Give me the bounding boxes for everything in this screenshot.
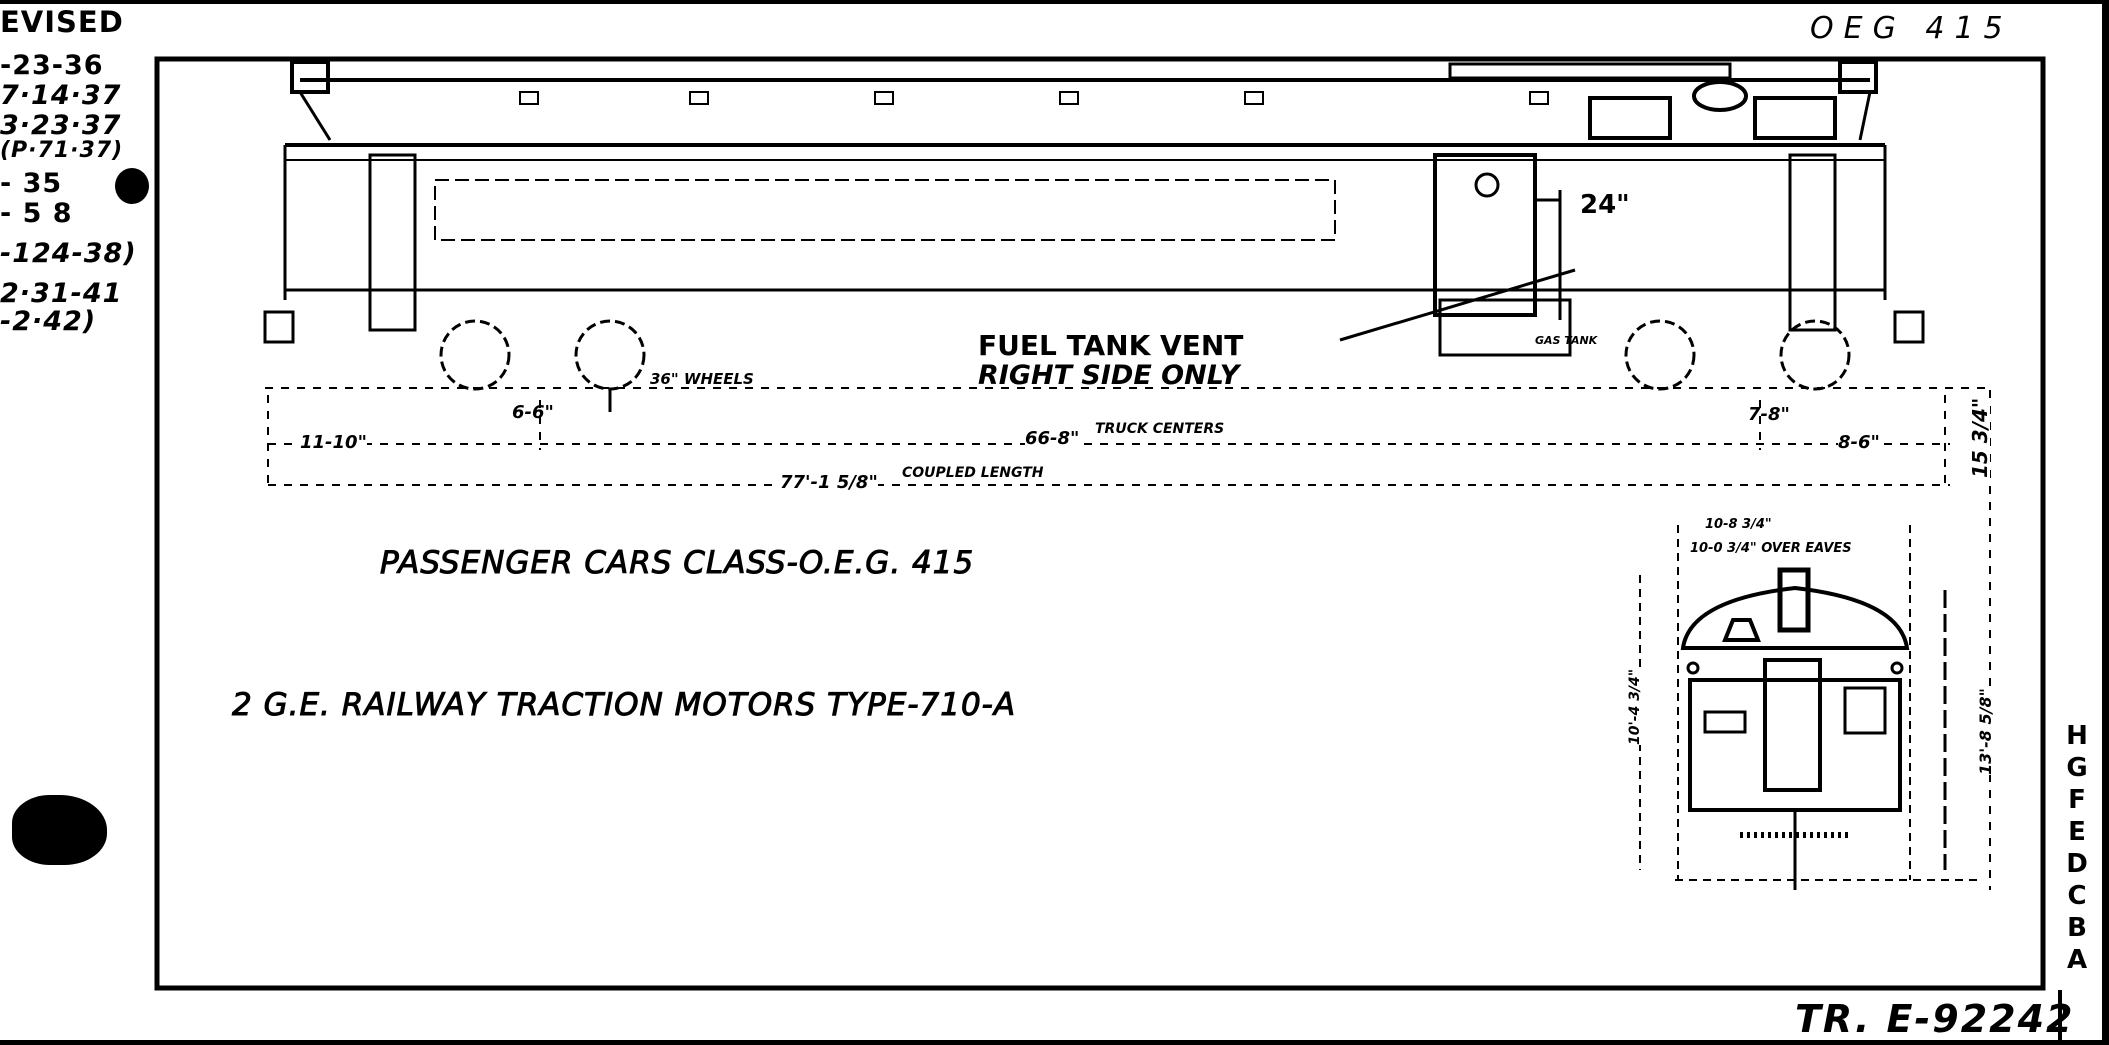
revisions-heading: EVISED (0, 5, 124, 39)
drawing-frame (154, 56, 2046, 991)
side-elevation (263, 60, 1991, 890)
dim-end-height-right: 13'-8 5/8" (1976, 688, 1995, 775)
zone-letter: D (2066, 849, 2088, 879)
fuel-tank-vent-label: FUEL TANK VENT (978, 329, 1244, 362)
revision-date: 2·31-41 (0, 278, 123, 309)
revision-date: -23-36 (0, 50, 104, 81)
dim-end-width-2: 10-0 3/4" OVER EAVES (1690, 541, 1852, 556)
zone-letters: H G F E D C B A (2062, 720, 2092, 976)
ink-blot (12, 795, 107, 865)
zone-letter: B (2067, 913, 2087, 943)
revision-date: (P·71·37) (0, 138, 124, 163)
zone-letter: F (2068, 785, 2086, 815)
wheels-label: 36" WHEELS (650, 370, 754, 388)
page-edge-bottom (0, 1040, 2109, 1045)
vent-height-label: 24" (1580, 190, 1630, 220)
right-side-only-label: RIGHT SIDE ONLY (978, 360, 1240, 391)
page-edge-top (0, 0, 2109, 4)
revision-date: - 35 (0, 168, 63, 199)
handwritten-drawing-ref: OEG 415 (1810, 11, 2013, 46)
gas-tank-label: GAS TANK (1535, 334, 1598, 347)
dim-wheelbase-right: 7-8" (1748, 404, 1790, 425)
zone-letter: A (2066, 945, 2088, 975)
zone-letter: G (2066, 753, 2088, 783)
page-edge-right (2102, 0, 2109, 1045)
dim-end-width-1: 10-8 3/4" (1705, 517, 1772, 532)
zone-letter: H (2066, 721, 2088, 751)
car-class-title: PASSENGER CARS CLASS-O.E.G. 415 (379, 545, 975, 581)
zone-letter: C (2067, 881, 2087, 911)
revision-date: 7·14·37 (0, 80, 122, 111)
dim-end-height-left: 10'-4 3/4" (1627, 668, 1643, 745)
dim-coupled-length-label: COUPLED LENGTH (902, 465, 1044, 481)
dim-end-overhang: 11-10" (300, 432, 367, 453)
zone-letter: E (2068, 817, 2086, 847)
dim-wheelbase-left: 6-6" (512, 402, 554, 423)
dim-rail-to-floor: 15 3/4" (1968, 397, 1992, 478)
revision-date: -124-38) (0, 238, 137, 269)
revision-date: -2·42) (0, 306, 97, 337)
drawing-number: TR. E-92242 (1795, 997, 2075, 1041)
dim-end-overhang-right: 8-6" (1838, 432, 1880, 453)
dim-truck-centers-label: TRUCK CENTERS (1095, 421, 1225, 437)
dim-truck-centers: 66-8" (1025, 428, 1080, 449)
dim-coupled-length: 77'-1 5/8" (780, 472, 878, 493)
ink-blot (115, 168, 149, 204)
revision-date: 3·23·37 (0, 110, 122, 141)
revision-date: - 5 8 (0, 198, 73, 229)
traction-motors-title: 2 G.E. RAILWAY TRACTION MOTORS TYPE-710-… (231, 687, 1017, 723)
end-view (1639, 525, 1980, 890)
